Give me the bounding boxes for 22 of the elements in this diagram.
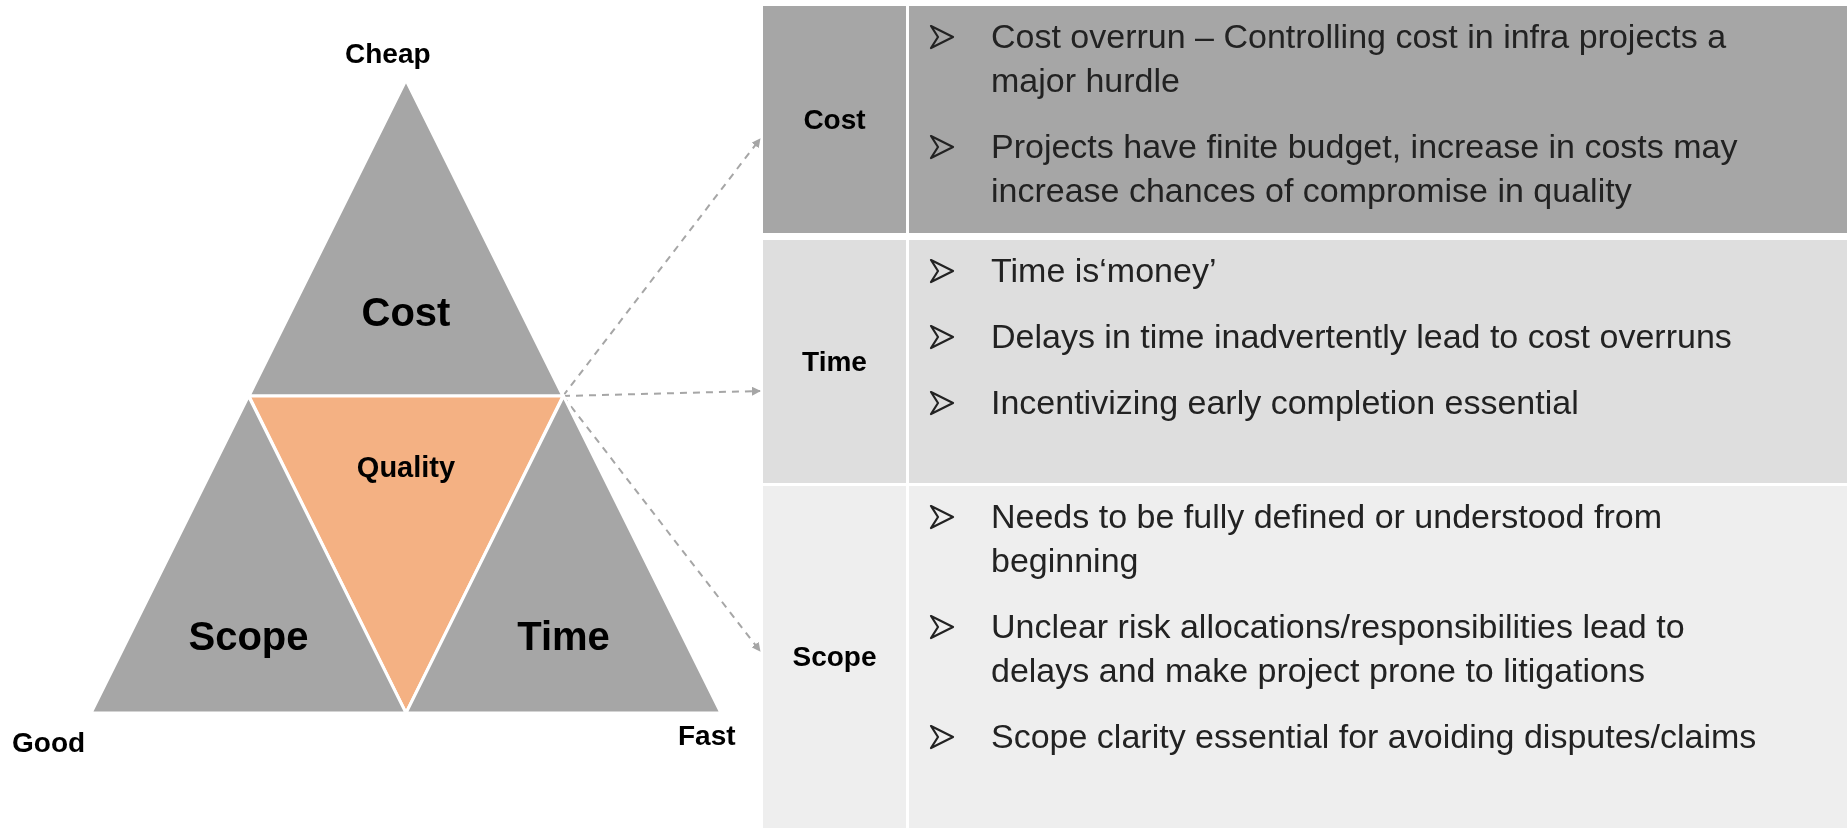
dashed-arrow <box>562 138 761 397</box>
bullet-text: Time is‘money’ <box>991 250 1217 291</box>
triangle-label: Cost <box>361 290 451 334</box>
corner-label: Cheap <box>345 38 431 70</box>
triangle-label: Scope <box>188 614 309 658</box>
table-row <box>763 240 1847 483</box>
row-heading: Cost <box>803 103 866 136</box>
corner-label: Fast <box>678 720 736 752</box>
bullet-text: Cost overrun – Controlling cost in infra projects a major hurdle <box>991 16 1728 101</box>
bullet-text: Delays in time inadvertently lead to cost overruns <box>991 316 1732 357</box>
table-row <box>763 486 1847 828</box>
bullet-text: Incentivizing early completion essential <box>991 382 1579 423</box>
bullet-text: Projects have finite budget, increase in costs may increase chances of compromise in quality <box>991 126 1739 211</box>
bullet-text: Needs to be fully defined or understood from beginning <box>991 496 1663 581</box>
bullet-text: Scope clarity essential for avoiding disputes/claims <box>991 716 1757 757</box>
triangle-label: Time <box>517 614 610 658</box>
table-row <box>763 6 1847 233</box>
row-heading: Scope <box>792 641 877 673</box>
corner-label: Good <box>12 727 86 759</box>
row-heading: Time <box>802 345 867 378</box>
triangle-label: Quality <box>356 451 456 483</box>
bullet-text: Unclear risk allocations/responsibilities lead to delays and make project prone to litigations <box>991 606 1686 691</box>
